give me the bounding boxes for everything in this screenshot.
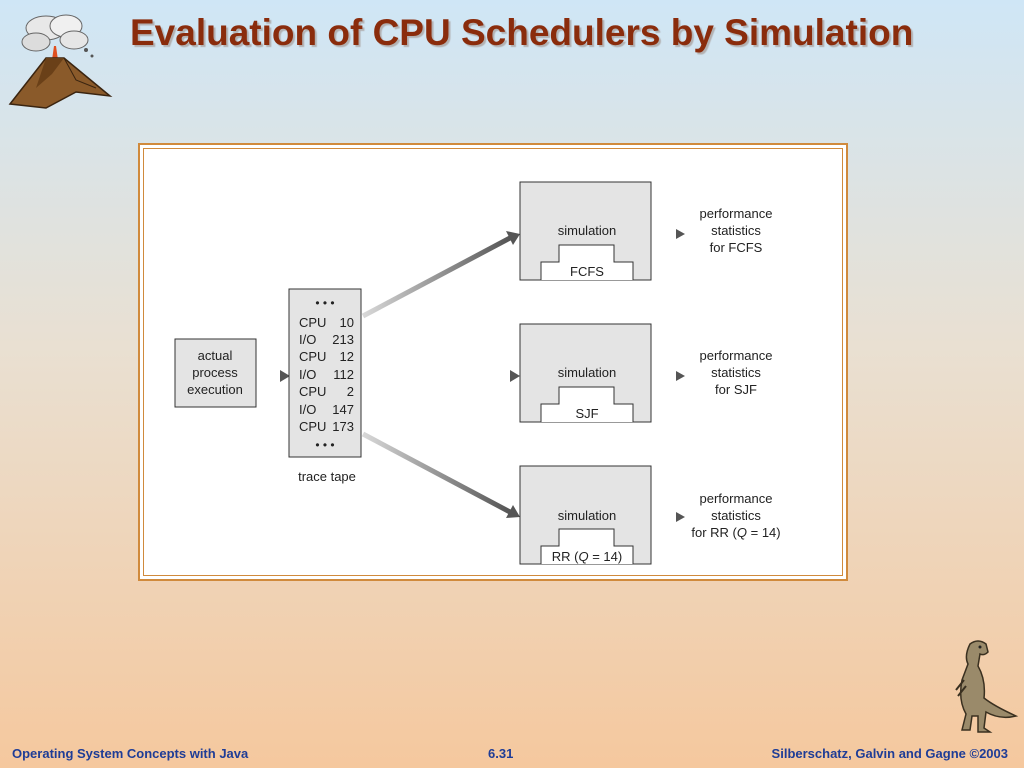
diagram-frame (138, 143, 848, 581)
footer-copyright: Silberschatz, Galvin and Gagne ©2003 (771, 746, 1008, 761)
footer-slide-number: 6.31 (488, 746, 514, 761)
volcano-logo-icon (8, 14, 113, 109)
slide-title: Evaluation of CPU Schedulers by Simulati… (130, 12, 914, 53)
dinosaur-mascot-icon (955, 640, 1019, 733)
footer-book-title: Operating System Concepts with Java (12, 746, 249, 761)
